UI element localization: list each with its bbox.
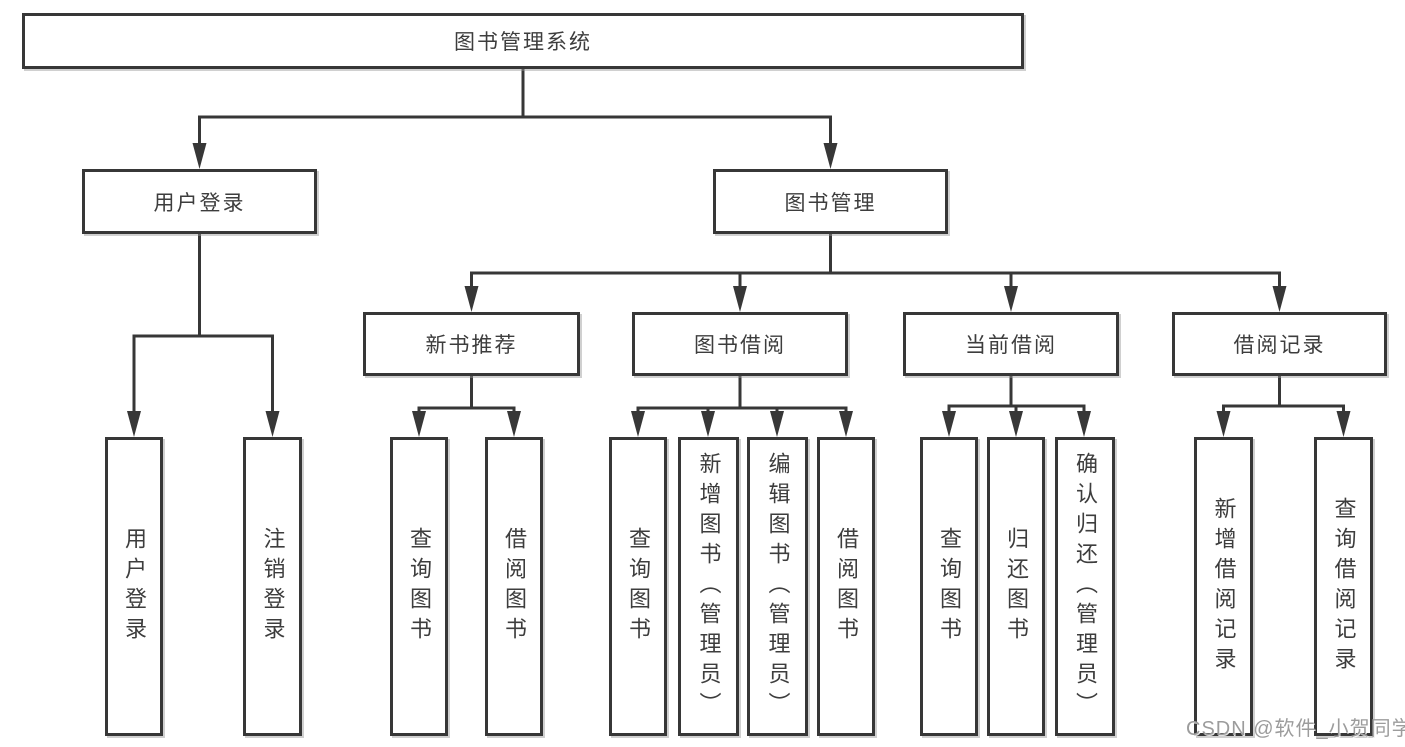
leaf-user-login-label: 用户登录 bbox=[122, 526, 147, 647]
leaf-borrow-query-books-label: 查询图书 bbox=[626, 526, 651, 647]
csdn-watermark: CSDN @软件_小贺同学 bbox=[1186, 718, 1405, 740]
leaf-borrow-borrow-books: 借阅图书 bbox=[817, 437, 875, 736]
leaf-logout: 注销登录 bbox=[243, 437, 302, 736]
leaf-borrow-edit-books-admin-label: 编辑图书（管理员） bbox=[765, 451, 791, 722]
node-book-borrow: 图书借阅 bbox=[632, 312, 848, 376]
leaf-borrow-edit-books-admin: 编辑图书（管理员） bbox=[747, 437, 808, 736]
leaf-records-query-record: 查询借阅记录 bbox=[1314, 437, 1373, 736]
leaf-current-confirm-return-admin: 确认归还（管理员） bbox=[1055, 437, 1115, 736]
leaf-borrow-query-books: 查询图书 bbox=[609, 437, 667, 736]
leaf-current-return-books-label: 归还图书 bbox=[1004, 526, 1029, 647]
leaf-recommend-query-books-label: 查询图书 bbox=[407, 526, 432, 647]
leaf-records-query-record-label: 查询借阅记录 bbox=[1331, 496, 1357, 677]
leaf-current-query-books-label: 查询图书 bbox=[937, 526, 962, 647]
node-user-login-label: 用户登录 bbox=[153, 191, 246, 215]
node-book-borrow-label: 图书借阅 bbox=[694, 334, 786, 357]
node-user-login: 用户登录 bbox=[82, 169, 317, 234]
node-library-system-label: 图书管理系统 bbox=[454, 31, 592, 54]
leaf-logout-label: 注销登录 bbox=[260, 526, 286, 647]
node-borrow-records: 借阅记录 bbox=[1172, 312, 1387, 376]
leaf-borrow-borrow-books-label: 借阅图书 bbox=[834, 526, 859, 647]
node-library-system: 图书管理系统 bbox=[22, 13, 1024, 69]
node-current-borrow-label: 当前借阅 bbox=[965, 334, 1057, 357]
leaf-current-confirm-return-admin-label: 确认归还（管理员） bbox=[1073, 451, 1098, 722]
leaf-borrow-add-books-admin: 新增图书（管理员） bbox=[678, 437, 739, 736]
leaf-borrow-add-books-admin-label: 新增图书（管理员） bbox=[696, 451, 722, 722]
leaf-records-add-record-label: 新增借阅记录 bbox=[1211, 496, 1237, 677]
node-book-management-label: 图书管理 bbox=[784, 191, 877, 215]
leaf-recommend-borrow-books: 借阅图书 bbox=[485, 437, 543, 736]
node-new-book-recommend: 新书推荐 bbox=[363, 312, 580, 376]
node-new-book-recommend-label: 新书推荐 bbox=[425, 334, 518, 357]
leaf-recommend-query-books: 查询图书 bbox=[390, 437, 448, 736]
node-book-management: 图书管理 bbox=[713, 169, 948, 234]
leaf-current-query-books: 查询图书 bbox=[920, 437, 978, 736]
leaf-user-login: 用户登录 bbox=[105, 437, 163, 736]
leaf-records-add-record: 新增借阅记录 bbox=[1194, 437, 1253, 736]
node-borrow-records-label: 借阅记录 bbox=[1233, 334, 1326, 357]
node-current-borrow: 当前借阅 bbox=[903, 312, 1119, 376]
leaf-current-return-books: 归还图书 bbox=[987, 437, 1045, 736]
arrowheads bbox=[127, 143, 1351, 437]
leaf-recommend-borrow-books-label: 借阅图书 bbox=[502, 526, 527, 647]
